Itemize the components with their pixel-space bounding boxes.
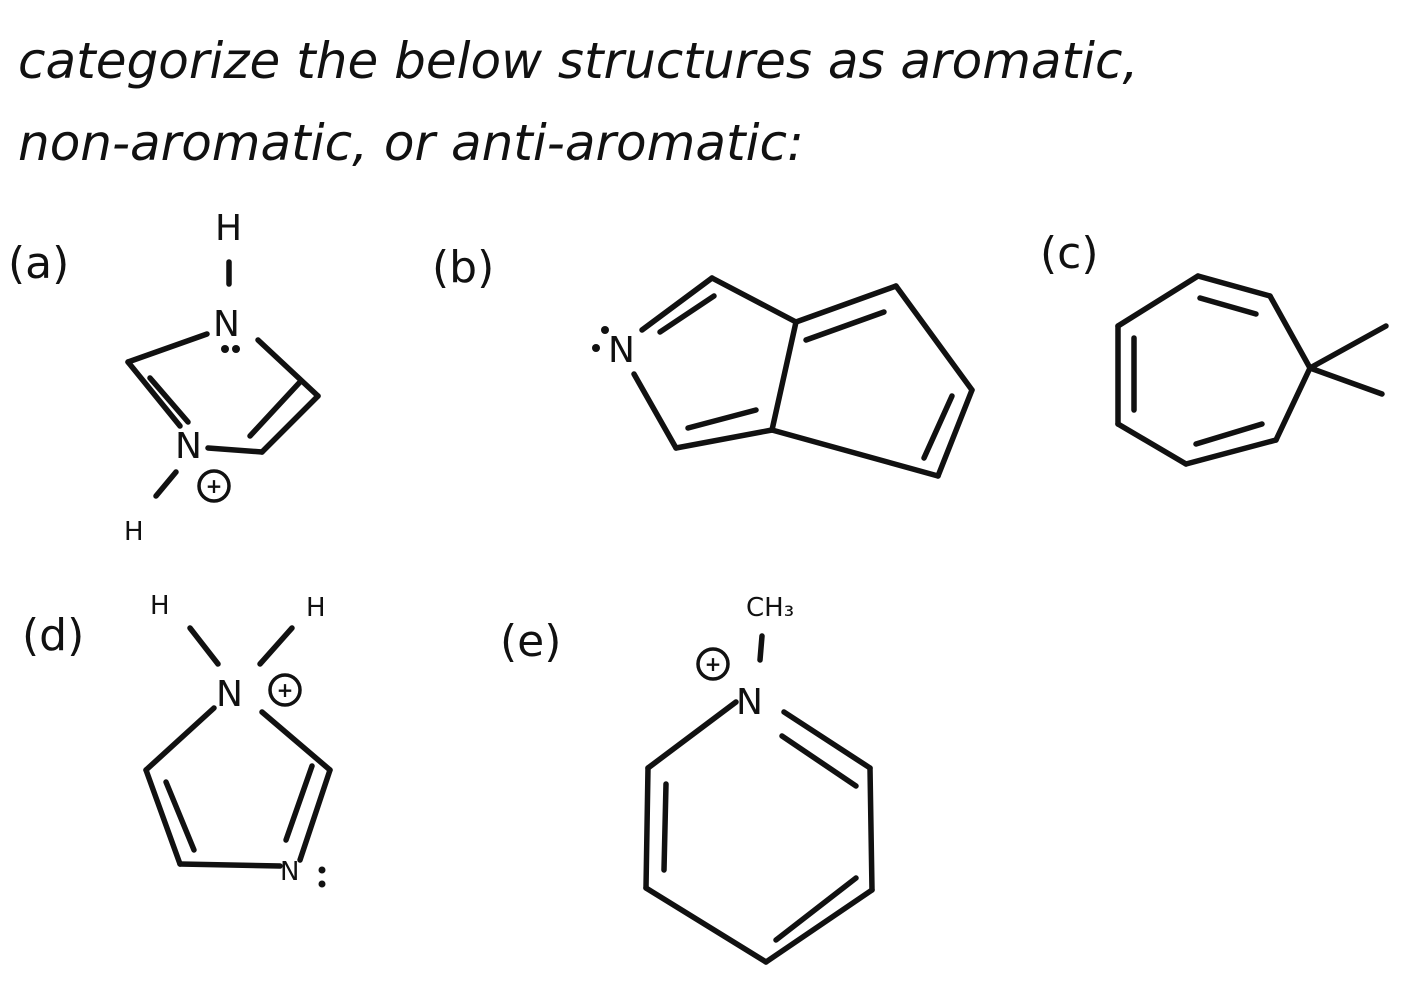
- bond-a-c4-c5-double: [247, 379, 303, 439]
- atom-a-n-top: N: [213, 304, 240, 345]
- bond-b-c3-c4: [673, 427, 775, 451]
- bond-a-nh-bottom: [153, 469, 179, 499]
- atom-d-n-bottom: N: [280, 857, 299, 887]
- label-c: (c): [1040, 228, 1099, 279]
- atom-e-n: N: [736, 682, 763, 723]
- atom-e-methyl: CH₃: [746, 593, 794, 623]
- label-a: (a): [8, 238, 69, 289]
- atom-a-h-top: H: [215, 208, 242, 249]
- lone-pair-dot-b1: [592, 344, 600, 352]
- label-b: (b): [432, 242, 494, 293]
- label-d: (d): [22, 610, 84, 661]
- bond-e-c4-c5: [763, 887, 875, 965]
- bond-b-c4-n: [631, 371, 679, 451]
- bond-b-c6-c7-double: [921, 393, 955, 461]
- bond-b-c1-c2: [709, 275, 799, 325]
- bond-b-n-c1-double: [657, 293, 717, 335]
- structure-e: (e) CH₃ + N: [500, 593, 875, 965]
- bond-d-c2-c3: [143, 767, 183, 867]
- bond-e-c4-c5-double: [773, 875, 859, 943]
- bond-d-n4-c5-double: [283, 763, 315, 843]
- bond-a-c2-n3: [125, 359, 183, 429]
- bond-b-c2-c5-double: [803, 309, 887, 343]
- bond-d-n1-c2: [143, 705, 217, 773]
- bond-d-c3-n4: [177, 861, 283, 869]
- charge-d: +: [277, 678, 294, 702]
- lone-pair-dot-a1: [221, 345, 229, 353]
- label-e: (e): [500, 616, 561, 667]
- bond-b-c2-c3: [769, 319, 799, 433]
- bond-a-c5-n1: [255, 337, 321, 399]
- bond-c-6: [1267, 293, 1313, 371]
- bond-d-c2-c3-double: [163, 779, 197, 853]
- charge-e: +: [705, 652, 722, 676]
- bond-c-5: [1273, 365, 1313, 443]
- bond-a-n1-c2: [125, 331, 210, 365]
- bond-b-c2-c5: [793, 283, 899, 325]
- bond-e-c5-c6: [867, 765, 875, 893]
- bond-c-3: [1115, 421, 1189, 467]
- bond-d-c5-n1: [259, 709, 333, 773]
- bond-b-c5-c6: [893, 283, 975, 393]
- bond-c-4-double: [1193, 421, 1265, 447]
- lone-pair-dot-d2: [318, 880, 326, 888]
- atom-d-n-top: N: [216, 674, 243, 715]
- lone-pair-dot-d1: [318, 866, 326, 874]
- charge-circle-e: [696, 647, 730, 681]
- bond-a-c4-c5: [259, 393, 321, 455]
- atom-a-n-bottom: N: [175, 426, 202, 467]
- charge-circle-d: [268, 673, 302, 707]
- bond-c-methyl-1: [1307, 323, 1389, 371]
- atom-a-h-bottom: H: [124, 517, 144, 547]
- bond-c-7-double: [1197, 295, 1259, 317]
- charge-circle-a: [197, 469, 231, 503]
- bond-e-n-methyl: [757, 633, 765, 663]
- question-line-2: non-aromatic, or anti-aromatic:: [18, 114, 804, 172]
- charge-a: +: [206, 474, 223, 498]
- structure-a: (a) H N N H +: [8, 208, 321, 547]
- atom-d-h-left: H: [150, 591, 170, 621]
- bond-d-n4-c5: [297, 767, 333, 863]
- bond-b-c7-c3: [769, 427, 941, 479]
- bond-b-c6-c7: [935, 387, 975, 479]
- bond-c-7: [1195, 273, 1273, 299]
- lone-pair-dot-a2: [232, 345, 240, 353]
- bond-c-1: [1115, 273, 1201, 329]
- question-line-1: categorize the below structures as aroma…: [18, 32, 1138, 90]
- bond-e-c3-c4: [643, 885, 769, 965]
- lone-pair-dot-b2: [601, 326, 609, 334]
- bond-e-c6-n-double: [779, 733, 859, 789]
- bond-e-c6-n: [781, 709, 873, 771]
- bond-b-n-c1: [639, 275, 715, 333]
- bond-c-methyl-2: [1307, 365, 1385, 397]
- bond-e-n-c2: [645, 699, 739, 771]
- bond-e-c2-c3-double: [661, 781, 669, 873]
- atom-d-h-right: H: [306, 593, 326, 623]
- bond-c-4: [1183, 437, 1279, 467]
- bond-b-c3-c4-double: [685, 407, 759, 431]
- bond-a-n3-c4: [205, 445, 265, 455]
- bond-d-nh-left: [187, 625, 221, 667]
- structure-d: (d) H H N + N: [22, 591, 333, 888]
- structure-b: (b) N: [432, 242, 975, 479]
- bond-d-nh-right: [257, 625, 295, 667]
- atom-b-n: N: [608, 330, 635, 371]
- structure-c: (c): [1040, 228, 1389, 467]
- bond-a-c2-n3-double: [147, 375, 191, 425]
- bond-e-c2-c3: [643, 765, 651, 891]
